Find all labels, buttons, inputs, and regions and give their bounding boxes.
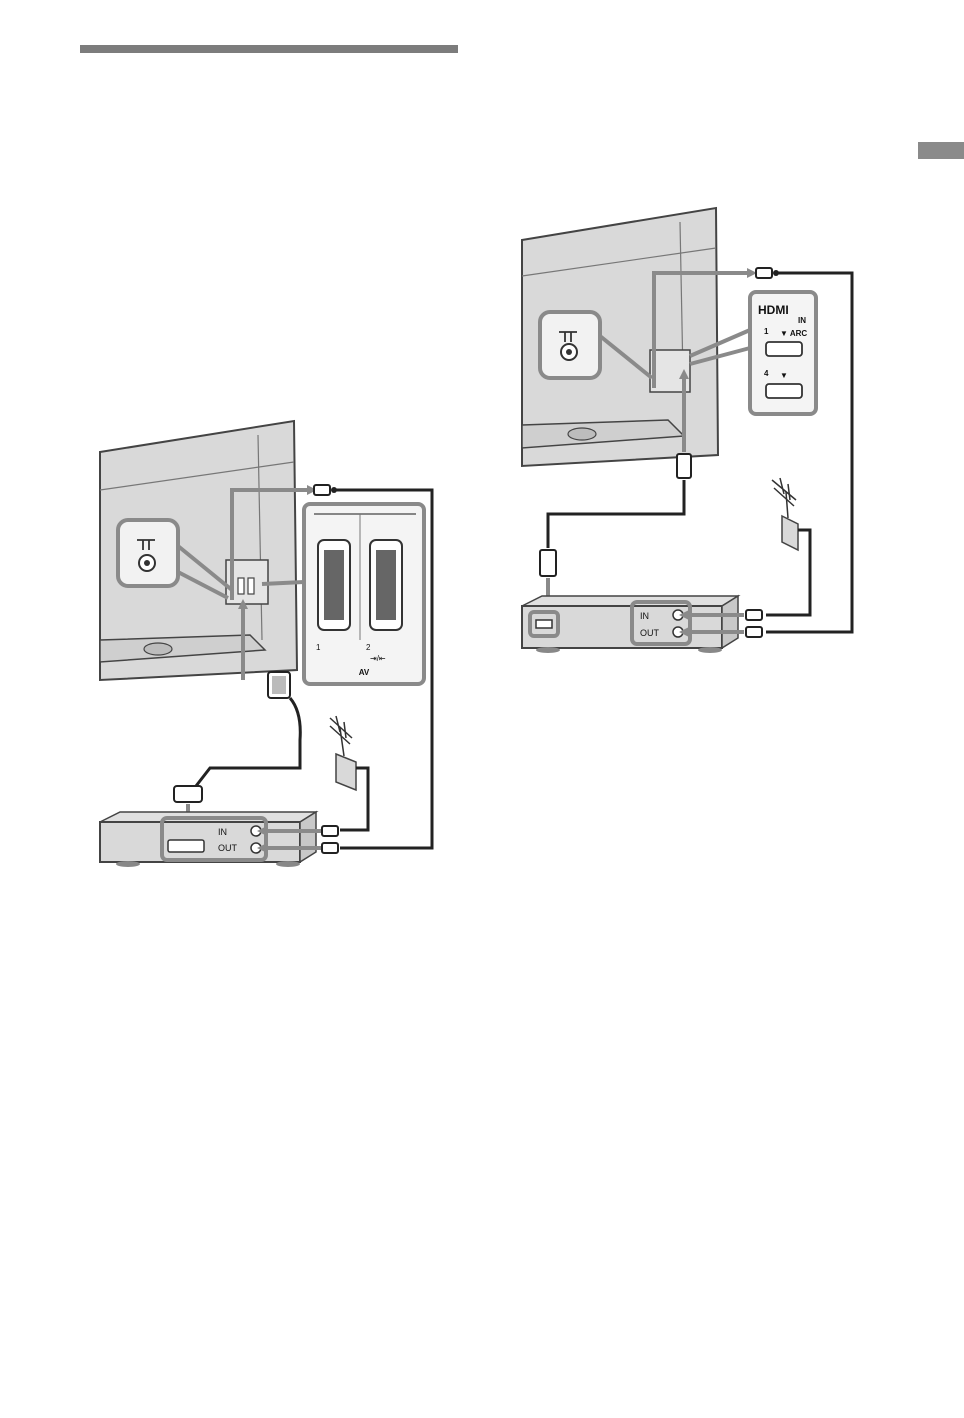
aerial-icon: [330, 716, 368, 830]
hdmi-connection-diagram: HDMI IN 1 ▼ ARC 4 ▼: [522, 208, 852, 653]
scart-port-1-label: 1: [316, 643, 321, 652]
hdmi-port-4-number: 4: [764, 369, 769, 378]
recording-device: IN OUT: [100, 812, 338, 867]
scart-port-2-label: 2: [366, 643, 371, 652]
device-out-label: OUT: [640, 628, 660, 638]
device-in-label: IN: [640, 611, 649, 621]
hdmi-port-1-number: 1: [764, 327, 769, 336]
hdmi-in-label: IN: [798, 316, 806, 325]
scart-symbols: ⇥/⇤: [370, 654, 386, 663]
rf-plug-icon: [756, 268, 779, 278]
device-out-label: OUT: [218, 843, 238, 853]
scart-connection-diagram: 1 2 ⇥/⇤ AV: [100, 421, 432, 867]
device-in-label: IN: [218, 827, 227, 837]
hdmi-plug-icon: [677, 454, 691, 478]
hdmi-plug-icon: [540, 550, 556, 576]
aerial-icon: [766, 478, 810, 615]
scart-av-label: AV: [359, 668, 370, 677]
hdmi-port-1-label: ▼ ARC: [780, 329, 807, 338]
recording-device: IN OUT: [522, 596, 762, 653]
hdmi-logo: HDMI: [758, 303, 789, 317]
rf-plug-icon: [314, 485, 337, 495]
hdmi-port-4-label: ▼: [780, 371, 788, 380]
scart-plug-icon: [174, 786, 202, 802]
scart-plug-icon: [268, 672, 290, 698]
